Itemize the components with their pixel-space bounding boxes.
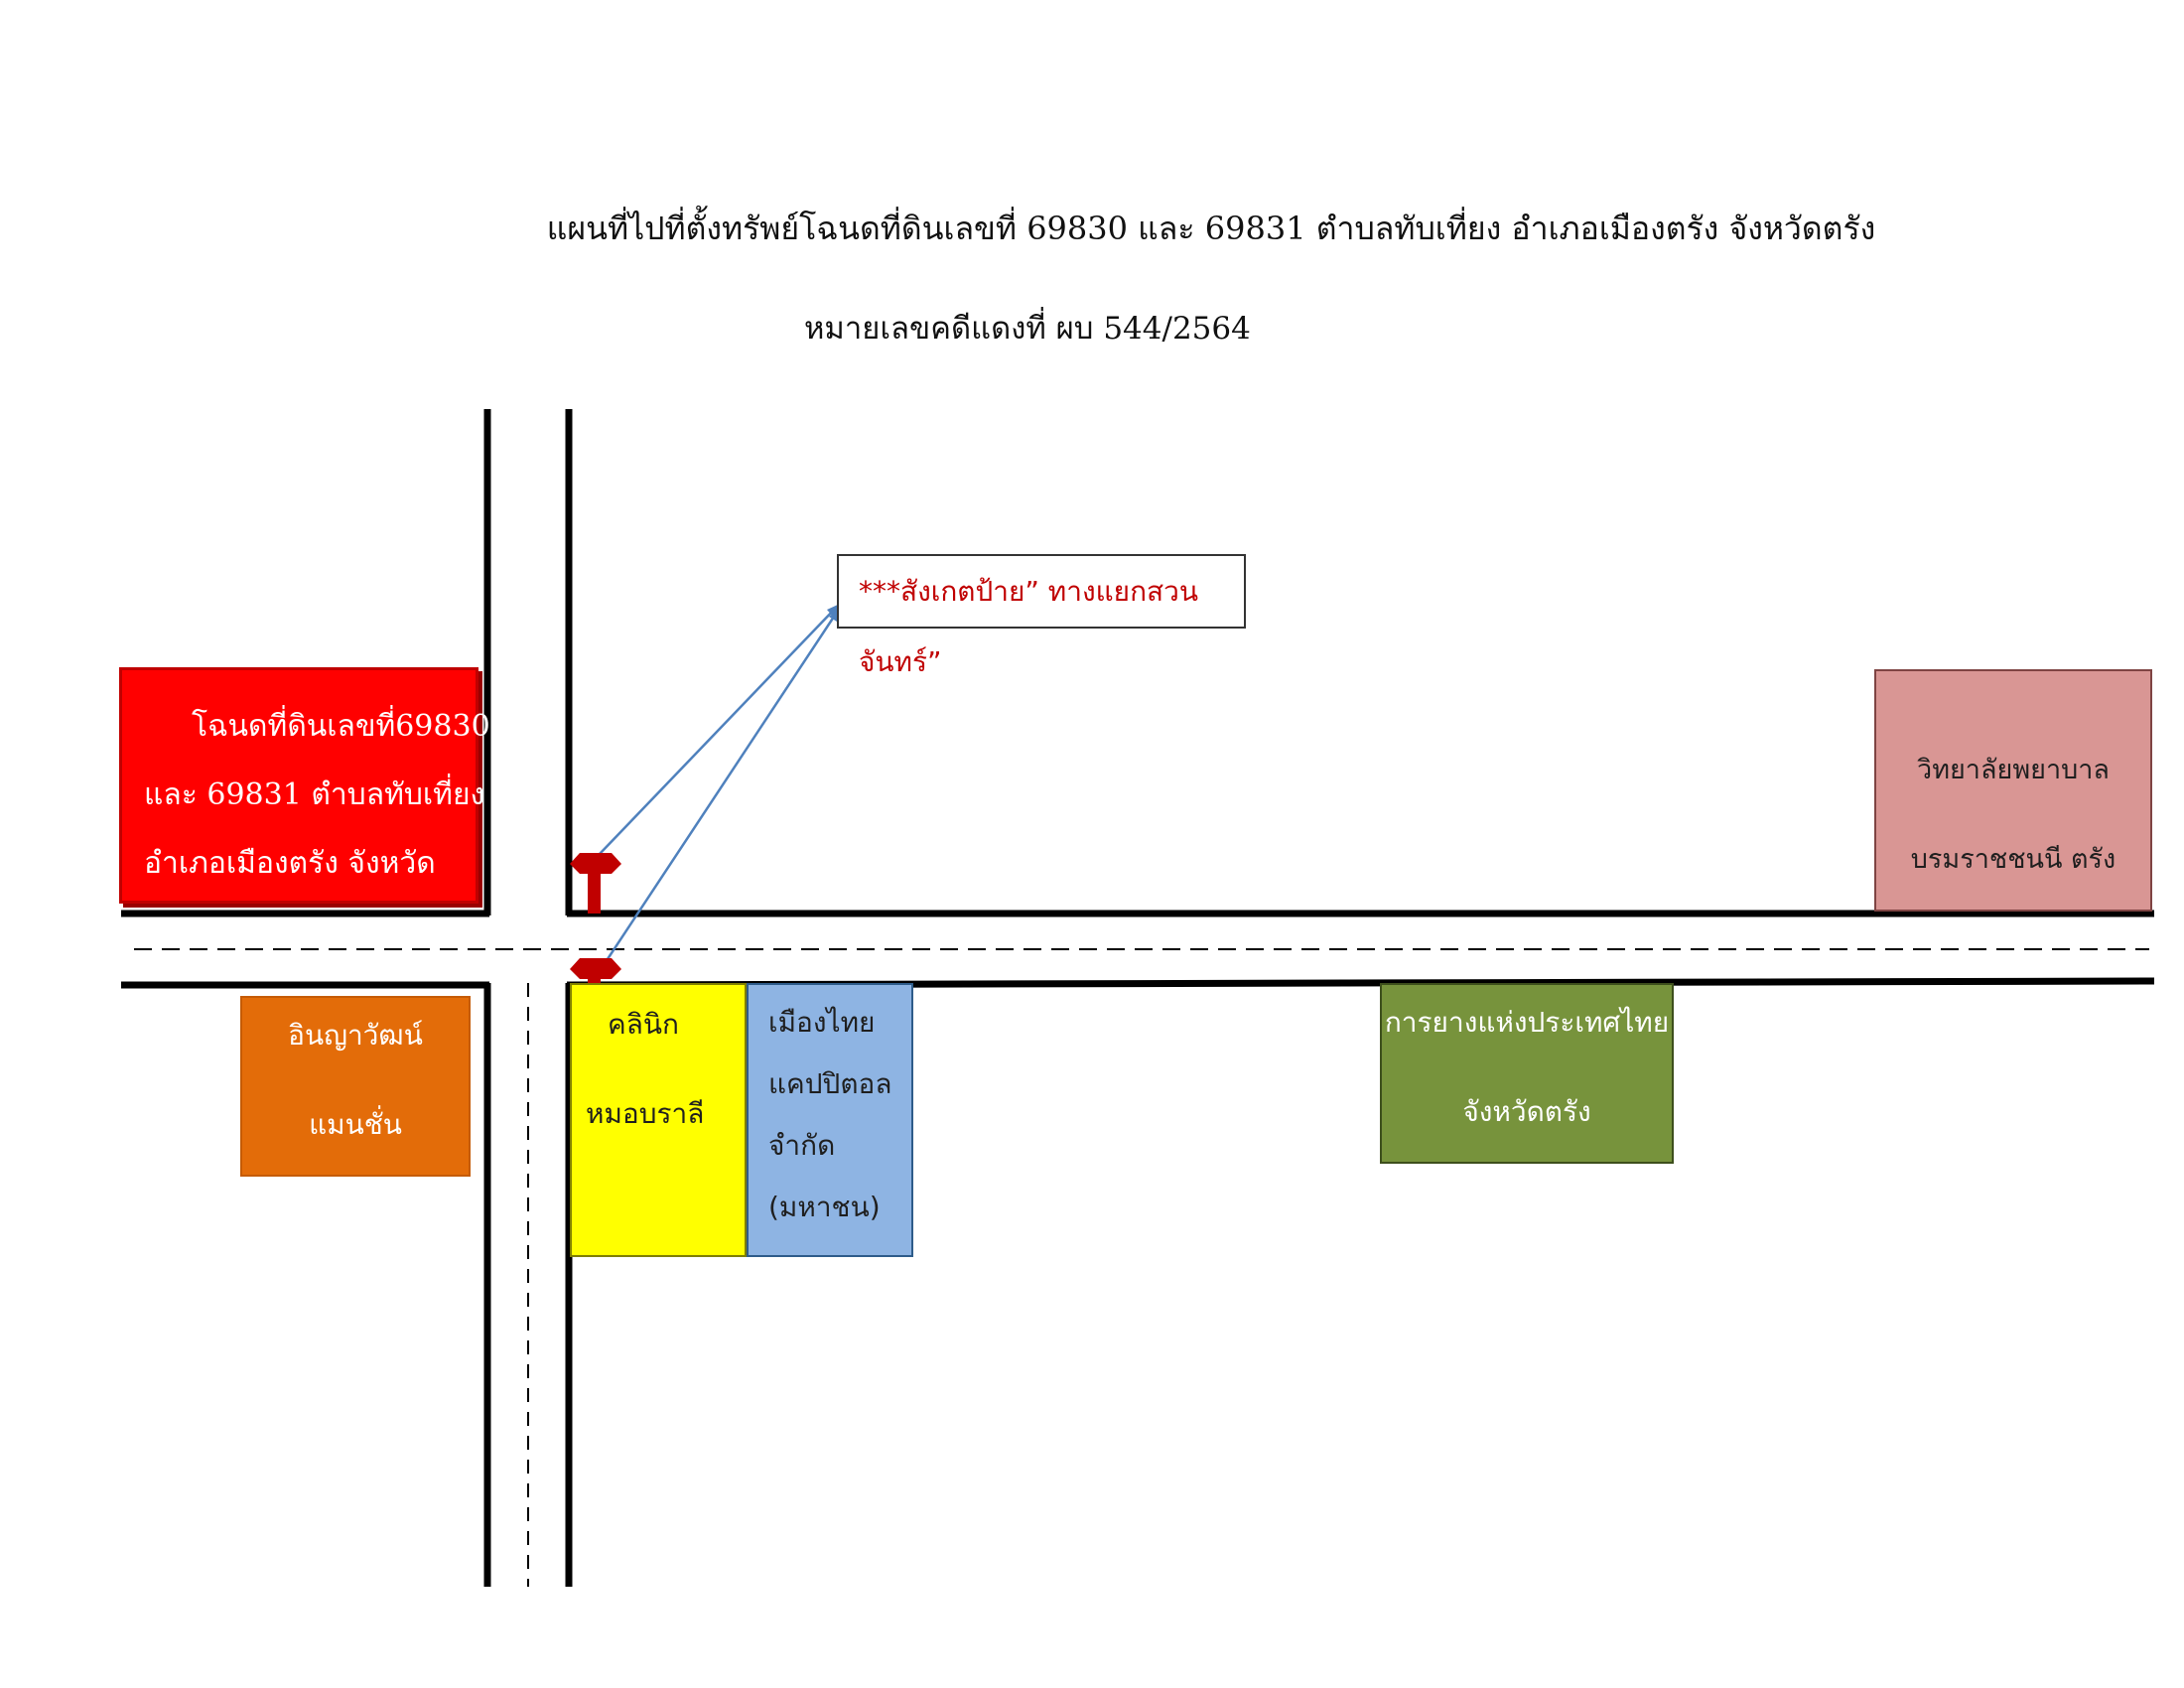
rubber-authority-line-1: การยางแห่งประเทศไทย — [1384, 1006, 1670, 1039]
land-plot-line-3: อำเภอเมืองตรัง จังหวัด — [144, 846, 436, 881]
nursing-college-line-1: วิทยาลัยพยาบาล — [1917, 755, 2110, 785]
muang-thai-capital-line-1: เมืองไทย — [768, 1006, 876, 1039]
rubber-authority-box: การยางแห่งประเทศไทย จังหวัดตรัง — [1380, 983, 1674, 1164]
clinic-line-2: หมอบราลี — [586, 1097, 705, 1130]
callout-sign-note: ***สังเกตป้าย” ทางแยกสวนจันทร์” — [837, 554, 1246, 678]
inyawat-mansion-box: อินญาวัฒน์ แมนชั่น — [240, 996, 471, 1177]
inyawat-mansion-line-2: แมนชั่น — [309, 1108, 402, 1141]
case-number: หมายเลขคดีแดงที่ ผบ 544/2564 — [804, 311, 1251, 347]
land-plot-line-2: และ 69831 ตำบลทับเที่ยง — [144, 777, 485, 812]
muang-thai-capital-line-2: แคปปิตอล — [768, 1067, 892, 1100]
clinic-box: คลินิก หมอบราลี — [570, 983, 747, 1257]
rubber-authority-line-2: จังหวัดตรัง — [1462, 1095, 1591, 1128]
nursing-college-line-2: บรมราชชนนี ตรัง — [1910, 844, 2116, 875]
muang-thai-capital-line-3: จำกัด — [768, 1129, 836, 1162]
road-sign-icon — [570, 853, 621, 914]
muang-thai-capital-line-4: (มหาชน) — [768, 1191, 881, 1223]
muang-thai-capital-box: เมืองไทย แคปปิตอล จำกัด (มหาชน) — [747, 983, 913, 1257]
clinic-line-1: คลินิก — [608, 1008, 679, 1041]
land-plot-line-1: โฉนดที่ดินเลขที่69830 — [192, 709, 490, 744]
map-title: แผนที่ไปที่ตั้งทรัพย์โฉนดที่ดินเลขที่ 69… — [546, 210, 1876, 247]
arrow-upper-sign — [599, 604, 840, 855]
nursing-college-box: วิทยาลัยพยาบาล บรมราชชนนี ตรัง — [1874, 669, 2152, 912]
inyawat-mansion-line-1: อินญาวัฒน์ — [288, 1019, 423, 1052]
land-plot-box: โฉนดที่ดินเลขที่69830 และ 69831 ตำบลทับเ… — [119, 667, 490, 904]
